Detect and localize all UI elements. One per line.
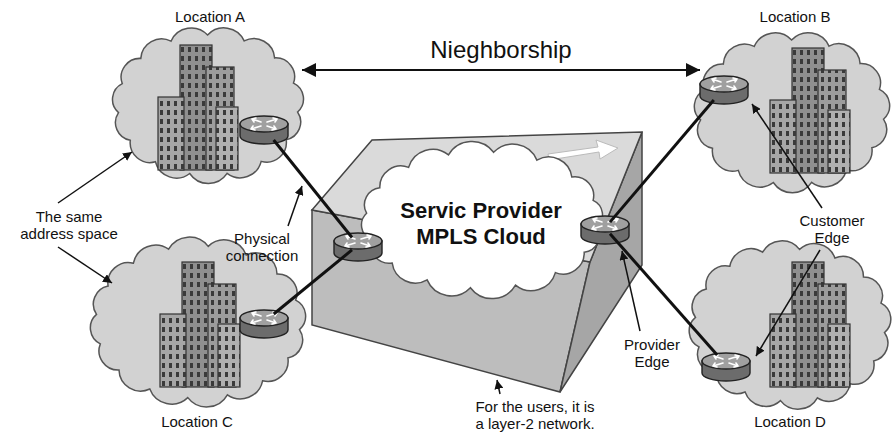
flow-arrow — [548, 140, 618, 160]
callout-label: The same address space — [4, 208, 134, 242]
router-icon — [240, 310, 288, 338]
physical-link — [610, 100, 714, 222]
building-icon — [770, 48, 850, 173]
location-heading: Location D — [754, 413, 826, 431]
edge-label: Nieghborship — [430, 36, 571, 64]
router-icon — [240, 116, 288, 144]
router-icon — [702, 353, 750, 381]
location-heading: Location C — [161, 413, 233, 431]
location-cloud: Location A — [118, 4, 302, 140]
box-top-face — [312, 132, 642, 262]
cloud-shape — [361, 141, 602, 298]
location-cloud: Location C — [92, 314, 302, 433]
leader-line — [58, 152, 132, 203]
location-cloud: Location B — [700, 4, 890, 100]
cloud-shape — [694, 33, 889, 193]
building-icon — [160, 262, 240, 387]
location-cloud: Location D — [690, 355, 890, 433]
leader-line — [756, 250, 820, 356]
leader-line — [752, 104, 822, 208]
cloud-title: Servic Provider MPLS Cloud — [389, 198, 574, 250]
callout-label: Physical connection — [220, 230, 304, 264]
leader-line — [288, 186, 302, 226]
router-icon — [334, 233, 382, 261]
building-icon — [158, 45, 238, 170]
callout-label: Provider Edge — [617, 336, 687, 370]
callout-label: For the users, it is a layer-2 network. — [440, 398, 630, 432]
physical-link — [274, 140, 352, 238]
leader-line — [58, 247, 112, 283]
cloud-shape — [689, 241, 891, 409]
callout-label: Customer Edge — [794, 212, 870, 246]
neighbor-arrow — [302, 69, 700, 71]
leader-line — [497, 380, 500, 394]
building-icon — [770, 262, 850, 387]
provider-cloud: Servic Provider MPLS Cloud — [352, 148, 610, 300]
cloud-shape — [113, 28, 304, 184]
location-heading: Location B — [760, 8, 831, 26]
router-icon — [581, 216, 629, 244]
router-icon — [700, 76, 748, 104]
location-heading: Location A — [175, 8, 245, 26]
